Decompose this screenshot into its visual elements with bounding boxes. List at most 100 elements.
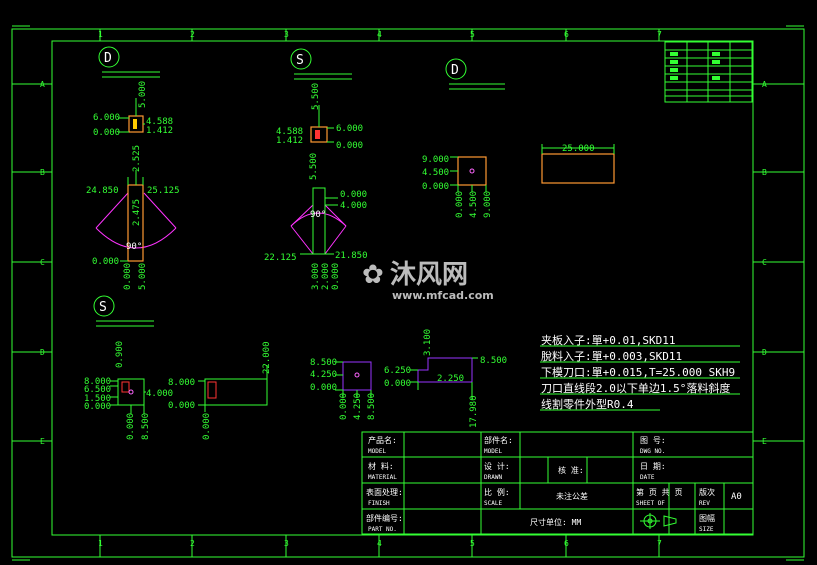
detail-bar22-dim-0000: 0.000	[168, 401, 195, 411]
tb-drawing-no: 图 号:	[640, 436, 666, 445]
detail-fan1-dim-2525: 2.525	[132, 145, 142, 172]
tb-date-en: DATE	[640, 474, 655, 481]
detail-s2-dim-0000: 0.000	[84, 402, 111, 412]
watermark: ✿ 沐风网 www.mfcad.com	[362, 260, 494, 302]
detail-fan1-dim-5000: 5.000	[138, 263, 148, 290]
tb-product-name: 产品名:	[368, 435, 397, 445]
detail-d1-dim-1412: 1.412	[146, 126, 173, 136]
border-num-bot-7: 7	[657, 539, 662, 548]
detail-d2-dim-4500: 4.500	[422, 168, 449, 178]
detail-fan1: 24.850 25.125 2.525 2.475 0.000 0.000 5.…	[86, 145, 180, 290]
tb-size-en: SIZE	[699, 526, 714, 533]
detail-fan1-dim-2475: 2.475	[132, 199, 142, 226]
detail-step1-dim-x8500: 8.500	[367, 393, 377, 420]
detail-s1-dim-0000: 0.000	[336, 141, 363, 151]
detail-step2-dim-6250: 6.250	[384, 366, 411, 376]
detail-fan1-dim-0000: 0.000	[92, 257, 119, 267]
detail-d1-symbol: D	[104, 51, 112, 66]
detail-s1-symbol-circle	[290, 48, 312, 70]
tb-scale: 比 例:	[484, 487, 510, 497]
detail-fan2-dim-0000b: 0.000	[331, 263, 341, 290]
detail-s2-dim-6500: 6.500	[84, 385, 111, 395]
border-letter-right-a: A	[762, 80, 767, 89]
detail-fan1-dim-25125: 25.125	[147, 186, 180, 196]
tb-checker: 核 准:	[558, 465, 584, 475]
detail-s1-dim-1412: 1.412	[276, 136, 303, 146]
detail-fan2-dim-21850: 21.850	[335, 251, 368, 261]
tb-sheet: 第 页 共 页	[636, 487, 682, 497]
border-letter-right-d: D	[762, 348, 767, 357]
detail-d2-symbol: D	[451, 63, 459, 78]
corner-marks	[12, 25, 804, 561]
detail-d1-dim-4588: 4.588	[146, 117, 173, 127]
tb-scale-en: SCALE	[484, 500, 502, 507]
detail-d2-dim-0000: 0.000	[422, 182, 449, 192]
detail-fan2-dim-5500: 5.500	[309, 153, 319, 180]
tb-product-name-en: MODEL	[368, 448, 386, 455]
detail-s1-dim-5500: 5.500	[311, 83, 321, 110]
detail-fan2-dim-22125: 22.125	[264, 253, 297, 263]
detail-step1-dim-0000: 0.000	[310, 383, 337, 393]
border-num-bot-2: 2	[190, 539, 195, 548]
detail-fan1-dim-x0000: 0.000	[123, 263, 133, 290]
detail-d2-dim-x0000: 0.000	[455, 191, 465, 218]
detail-bar22-dim-8000: 8.000	[168, 378, 195, 388]
note-5: 线割零件外型R0.4	[541, 397, 634, 411]
border-num-bot-4: 4	[377, 539, 382, 548]
detail-d2-dim-9000: 9.000	[422, 155, 449, 165]
tb-surface-en: FINISH	[368, 500, 390, 507]
detail-s2-symbol-circle	[93, 295, 115, 317]
projection-symbol-icon	[640, 513, 677, 529]
tb-part-name-en: MODEL	[484, 448, 502, 455]
detail-d2: D 9.000 4.500 0.000 0.000 4.500 9.000	[422, 58, 505, 218]
border-num-bot-6: 6	[564, 539, 569, 548]
detail-fan2-dim-3000: 3.000	[311, 263, 321, 290]
title-block: 产品名: MODEL 部件名: MODEL 图 号: DWG NO. 材 料: …	[361, 431, 754, 535]
tb-material-en: MATERIAL	[368, 474, 397, 481]
detail-s1-dim-6000: 6.000	[336, 124, 363, 134]
note-3: 下模刀口:單+0.015,T=25.000 SKH9	[541, 366, 735, 379]
detail-s2-symbol: S	[99, 300, 107, 315]
tb-rev-value: A0	[731, 492, 742, 502]
detail-d1-dim-6000: 6.000	[93, 113, 120, 123]
detail-d1-dim-5000: 5.000	[138, 81, 148, 108]
tb-size: 图幅	[699, 513, 715, 523]
tb-drawing-no-en: DWG NO.	[640, 448, 665, 455]
detail-step2-dim-17980: 17.980	[469, 395, 479, 428]
tb-rev: 版次	[699, 487, 715, 497]
detail-fan2: 5.500 0.000 4.000 90° 22.125 21.850 3.00…	[264, 153, 368, 290]
border-num-top-3: 3	[284, 30, 289, 39]
detail-step1-dim-x4250: 4.250	[353, 393, 363, 420]
tb-part-no-en: PART NO.	[368, 526, 397, 533]
border-letter-left-a: A	[40, 80, 45, 89]
detail-bar22-dim-x0000: 0.000	[202, 413, 212, 440]
detail-fan1-dim-24850: 24.850	[86, 186, 119, 196]
border-zone-markers: 1 2 3 4 5 6 7 1 2 3 4 5 6 7 A B C D E A …	[12, 29, 804, 557]
tb-sheet-en: SHEET OF	[636, 500, 665, 507]
detail-rect-25: 25.000	[541, 144, 615, 184]
border-letter-left-b: B	[40, 168, 45, 177]
border-num-top-7: 7	[657, 30, 662, 39]
detail-fan1-angle: 90°	[126, 242, 142, 252]
border-num-bot-3: 3	[284, 539, 289, 548]
detail-d1: D 6.000 0.000 4.588 1.412 5.000	[93, 46, 173, 138]
border-num-bot-5: 5	[470, 539, 475, 548]
detail-d1-dim-0000: 0.000	[93, 128, 120, 138]
border-num-bot-1: 1	[98, 539, 103, 548]
inner-frame	[51, 40, 754, 536]
border-letter-right-c: C	[762, 258, 767, 267]
revision-table	[664, 41, 753, 103]
border-num-top-2: 2	[190, 30, 195, 39]
watermark-logo-icon: ✿	[362, 260, 384, 290]
detail-s2-dim-1500: 1.500	[84, 394, 111, 404]
detail-d1-symbol-circle	[98, 46, 120, 68]
detail-d2-symbol-circle	[445, 58, 467, 80]
border-letter-right-e: E	[762, 437, 767, 446]
detail-fan2-dim-4000: 4.000	[340, 201, 367, 211]
border-num-top-4: 4	[377, 30, 382, 39]
tb-unit: 尺寸单位: MM	[530, 517, 581, 527]
detail-s2-dim-0900: 0.900	[115, 341, 125, 368]
detail-step1-dim-x0000: 0.000	[339, 393, 349, 420]
tb-designer-en: DRAWN	[484, 474, 502, 481]
border-num-top-6: 6	[564, 30, 569, 39]
